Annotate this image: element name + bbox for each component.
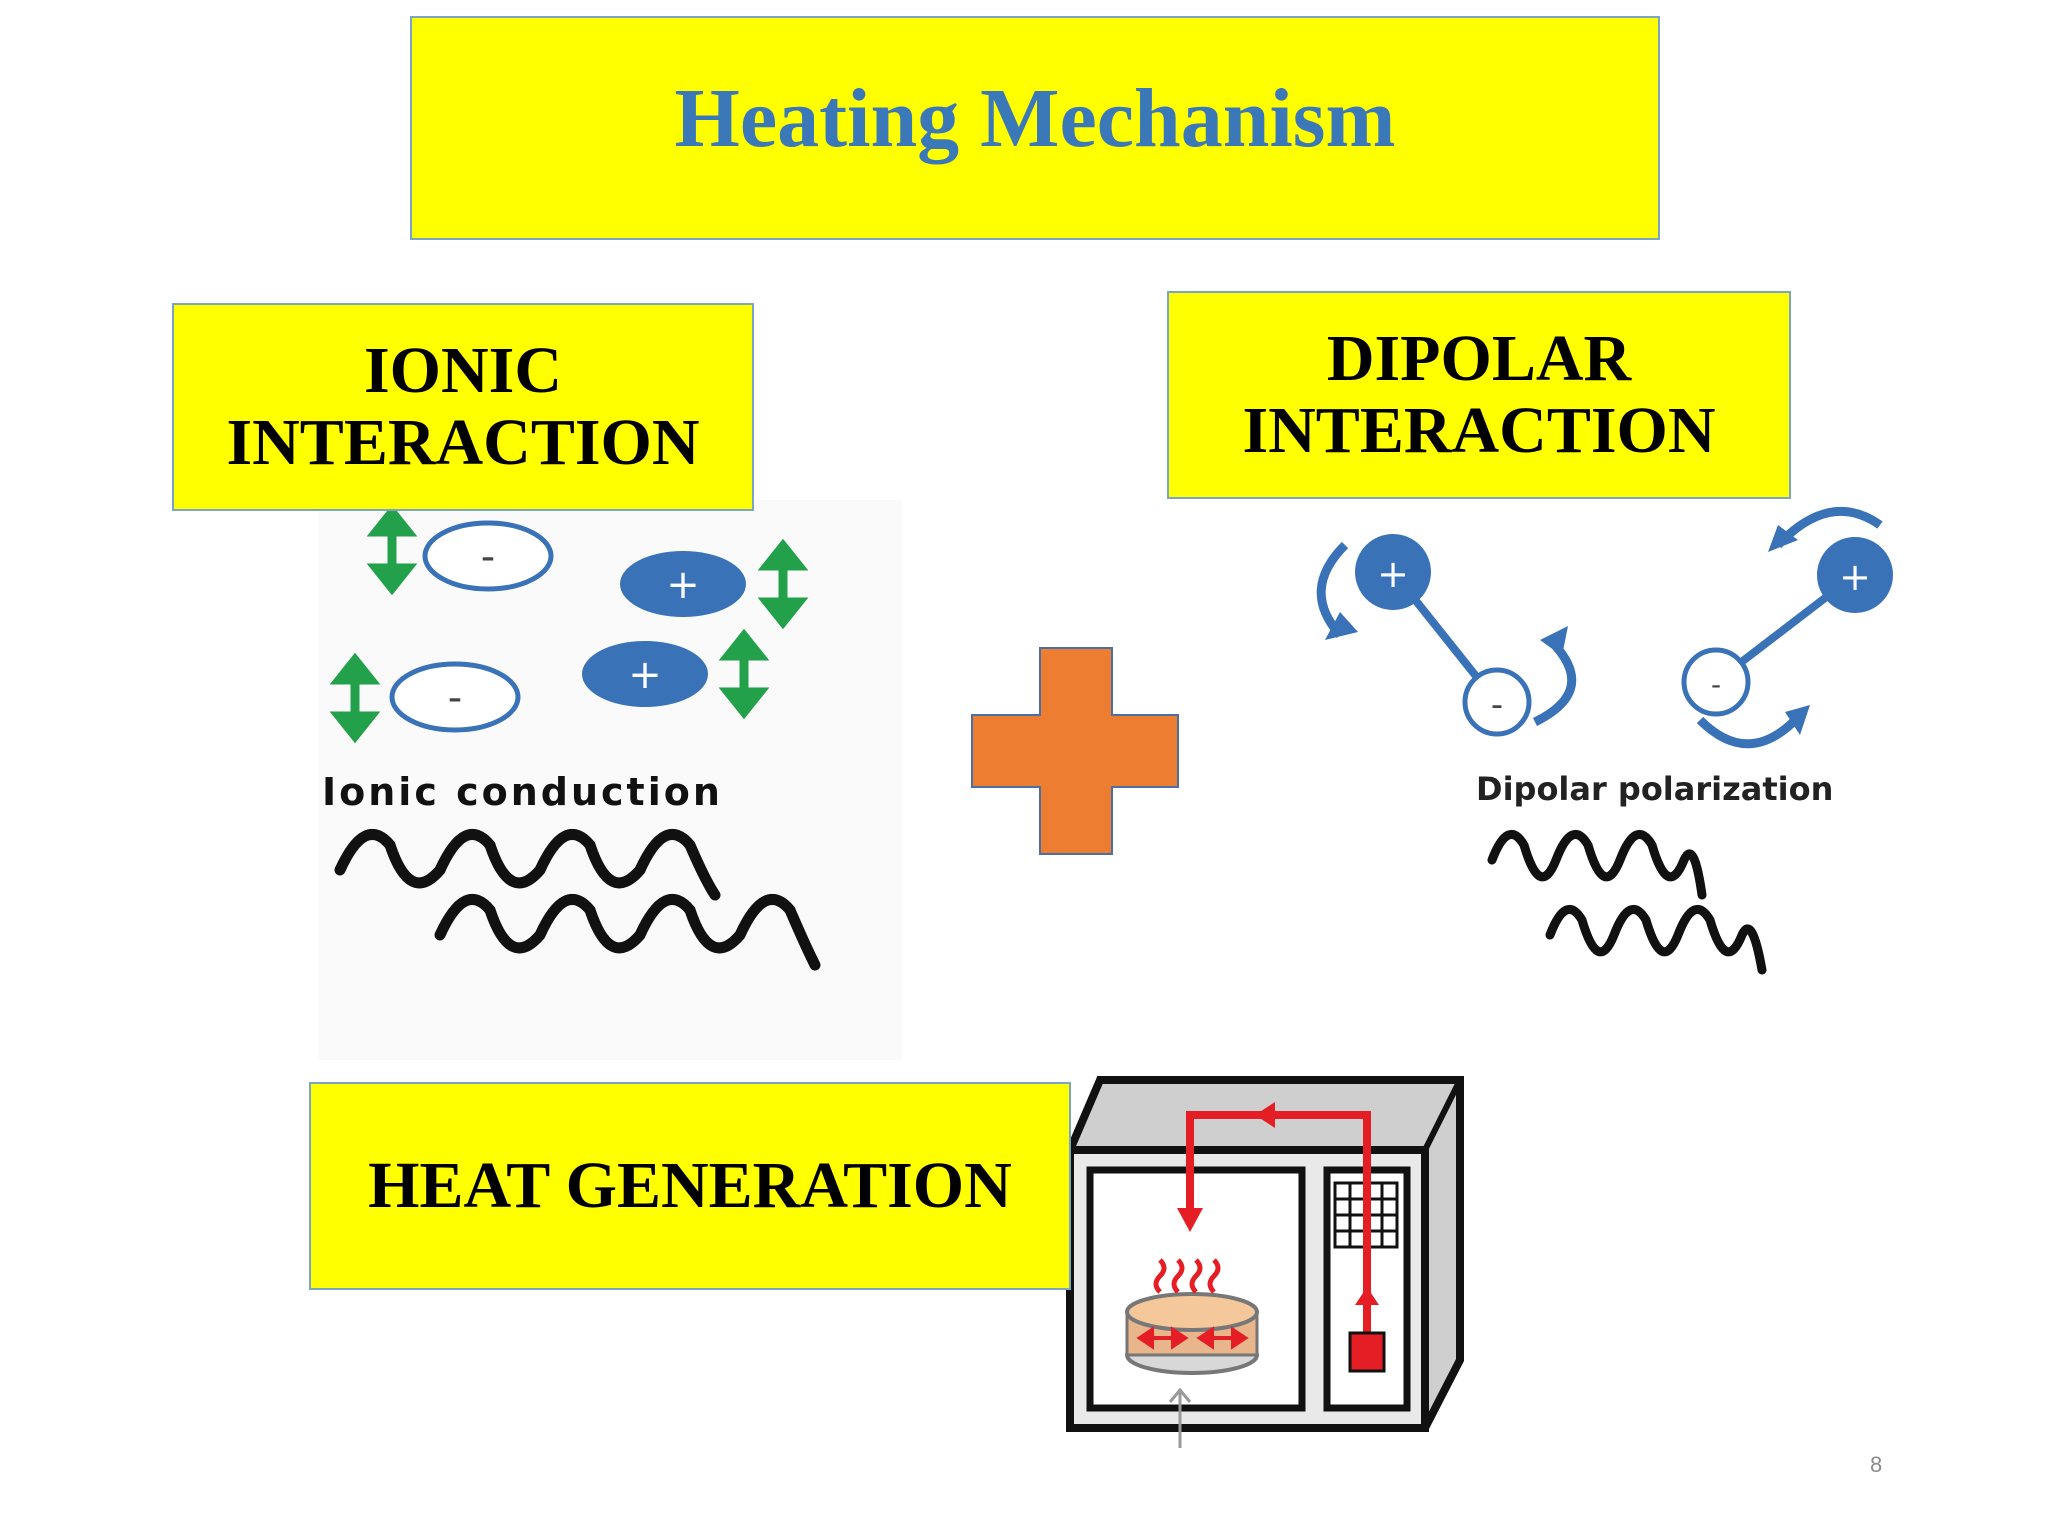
slide-title: Heating Mechanism xyxy=(674,71,1396,165)
dipolar-interaction-box: DIPOLAR INTERACTION xyxy=(1167,291,1791,499)
steam-icon xyxy=(1153,1258,1221,1294)
wave-icon xyxy=(1545,905,1767,975)
page-number: 8 xyxy=(1870,1452,1883,1477)
double-arrow-icon xyxy=(1136,1326,1249,1350)
svg-text:-: - xyxy=(448,675,462,721)
rotation-arrow-icon xyxy=(1785,705,1810,735)
rotation-arrow-icon xyxy=(1540,626,1568,656)
svg-text:+: + xyxy=(666,562,700,608)
negative-ion: - xyxy=(389,661,521,733)
svg-text:-: - xyxy=(1491,685,1503,725)
svg-text:+: + xyxy=(1839,555,1871,599)
heat-generation-label: HEAT GENERATION xyxy=(368,1149,1012,1222)
title-box: Heating Mechanism xyxy=(410,16,1660,240)
negative-ion: - xyxy=(422,520,554,592)
ionic-diagram-panel xyxy=(318,500,902,1060)
wave-icon xyxy=(1487,830,1707,900)
plus-sign-icon xyxy=(971,647,1179,855)
dipolar-box-line2: INTERACTION xyxy=(1242,394,1716,467)
double-arrow-icon xyxy=(718,628,770,720)
dipole: + - xyxy=(1355,534,1532,737)
dipole: + - xyxy=(1681,537,1893,717)
positive-ion: + xyxy=(582,641,708,707)
magnetron xyxy=(1348,1331,1386,1373)
rotation-arrow-icon xyxy=(1316,541,1349,638)
dipolar-box-line1: DIPOLAR xyxy=(1326,322,1632,395)
heat-generation-box: HEAT GENERATION xyxy=(309,1082,1071,1290)
ionic-interaction-box: IONIC INTERACTION xyxy=(172,303,754,511)
ionic-box-line2: INTERACTION xyxy=(226,406,700,479)
double-arrow-icon xyxy=(329,652,381,744)
wave-icon xyxy=(334,829,721,901)
dipolar-polarization-label: Dipolar polarization xyxy=(1476,770,1834,808)
svg-text:-: - xyxy=(1711,668,1721,701)
ionic-box-line1: IONIC xyxy=(363,334,563,407)
svg-text:+: + xyxy=(628,652,662,698)
ionic-conduction-label: Ionic conduction xyxy=(322,770,723,814)
double-arrow-icon xyxy=(757,538,809,630)
rotation-arrow-icon xyxy=(1696,711,1804,749)
svg-text:+: + xyxy=(1377,552,1409,596)
double-arrow-icon xyxy=(366,504,418,596)
positive-ion: + xyxy=(620,551,746,617)
rotation-arrow-icon xyxy=(1768,525,1798,552)
microwave-path-arrow-icon xyxy=(1186,1111,1371,1355)
rotation-arrow-icon xyxy=(1325,612,1358,640)
wave-icon xyxy=(434,894,821,971)
svg-text:-: - xyxy=(481,534,495,580)
